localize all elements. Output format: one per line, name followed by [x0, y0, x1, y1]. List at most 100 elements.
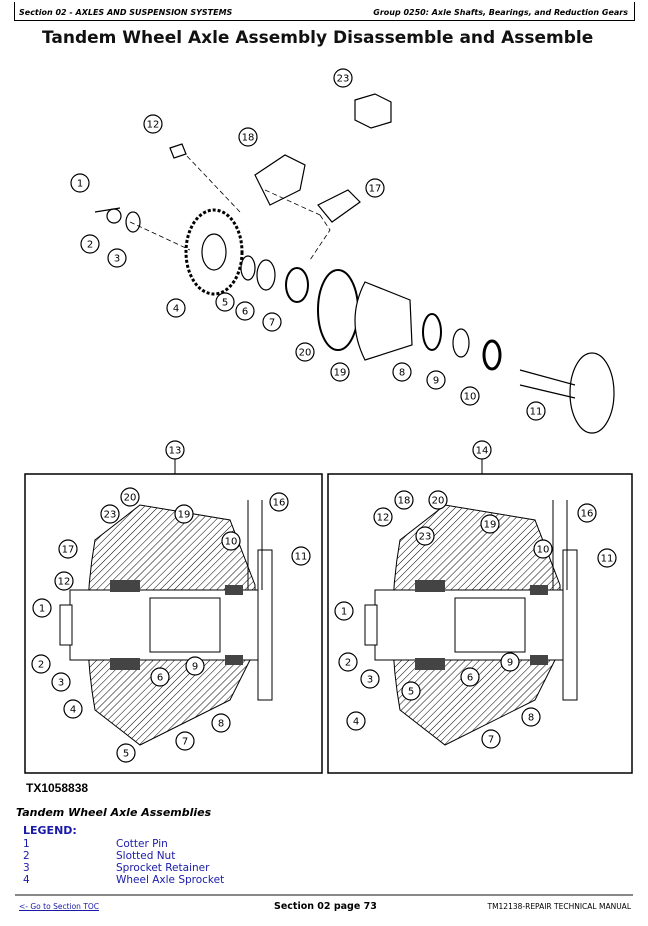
section-13-callout: 8	[211, 713, 231, 733]
legend-number: 1	[23, 838, 30, 850]
section-14-label: 14	[472, 440, 492, 460]
bearing-top	[110, 580, 140, 592]
legend-label: Slotted Nut	[116, 850, 176, 862]
part-23	[354, 93, 392, 129]
section-13-callout: 16	[269, 492, 289, 512]
bearing-bottom	[110, 658, 140, 670]
callout-circle	[330, 362, 350, 382]
section-view-13	[59, 500, 273, 746]
section-14-callout: 11	[597, 548, 617, 568]
exploded-callout: 3	[107, 248, 127, 268]
section-14-callout: 10	[533, 539, 553, 559]
callout-number: 12	[377, 513, 390, 524]
legend-label: Sprocket Retainer	[116, 862, 210, 874]
section-14-callout: 1	[334, 601, 354, 621]
callout-circle	[415, 526, 435, 546]
part-18-bracket	[254, 154, 306, 206]
part-6-bearing	[256, 259, 276, 291]
bearing-outer-bottom	[225, 655, 243, 665]
header-group: Group 0250: Axle Shafts, Bearings, and R…	[373, 8, 628, 17]
part-19-hub	[354, 281, 413, 361]
section-view-14	[364, 500, 578, 746]
exploded-callout: 5	[215, 292, 235, 312]
bearing-outer-top	[530, 585, 548, 595]
legend-title: LEGEND:	[23, 824, 77, 837]
callout-circle	[107, 248, 127, 268]
section-14-callout: 23	[415, 526, 435, 546]
callout-circle	[165, 440, 185, 460]
callout-circle	[521, 707, 541, 727]
section-14-callout: 7	[481, 729, 501, 749]
callout-circle	[262, 312, 282, 332]
section-13-callout: 17	[58, 539, 78, 559]
callout-circle	[291, 546, 311, 566]
section-14-callout: 2	[338, 652, 358, 672]
callout-number: 1	[341, 607, 347, 618]
callout-number: 7	[182, 737, 188, 748]
exploded-callout: 23	[333, 68, 353, 88]
bearing-bottom	[415, 658, 445, 670]
section-13-callout: 9	[185, 656, 205, 676]
exploded-callout: 12	[143, 114, 163, 134]
callout-circle	[215, 292, 235, 312]
callout-number: 19	[484, 520, 497, 531]
callout-number: 19	[334, 368, 347, 379]
callout-number: 20	[432, 496, 445, 507]
part-3-retainer	[125, 211, 141, 233]
callout-number: 20	[299, 348, 312, 359]
callout-circle	[58, 539, 78, 559]
callout-number: 16	[273, 498, 286, 509]
exploded-callout: 18	[238, 127, 258, 147]
callout-circle	[295, 342, 315, 362]
callout-number: 11	[530, 407, 543, 418]
section-13-label: 13	[165, 440, 185, 460]
manual-title: TM12138-REPAIR TECHNICAL MANUAL	[487, 902, 631, 911]
section-14-callout: 19	[480, 514, 500, 534]
exploded-callout: 6	[235, 301, 255, 321]
go-to-section-toc-link[interactable]: <- Go to Section TOC	[19, 902, 100, 911]
assembly-guide-lines	[129, 154, 331, 261]
part-4-sprocket	[184, 208, 244, 296]
callout-circle	[577, 503, 597, 523]
callout-number: 6	[467, 673, 473, 684]
footer-rule	[15, 894, 633, 896]
legend-number: 3	[23, 862, 30, 874]
callout-circle	[392, 362, 412, 382]
section-13-callout: 11	[291, 546, 311, 566]
exploded-callout: 10	[460, 386, 480, 406]
callout-number: 2	[345, 658, 351, 669]
callout-circle	[63, 699, 83, 719]
exploded-callout: 19	[330, 362, 350, 382]
callout-circle	[460, 386, 480, 406]
section-13-callout: 23	[100, 504, 120, 524]
section-14-callout: 12	[373, 507, 393, 527]
callout-number: 18	[398, 496, 411, 507]
callout-circle	[426, 370, 446, 390]
callout-circle	[175, 731, 195, 751]
callout-number: 5	[123, 749, 129, 760]
callout-number: 3	[114, 254, 120, 265]
header-rule	[14, 2, 635, 21]
exploded-callout: 9	[426, 370, 446, 390]
callout-circle	[365, 178, 385, 198]
section-13-callout: 10	[221, 531, 241, 551]
exploded-callout: 7	[262, 312, 282, 332]
callout-number: 8	[218, 719, 224, 730]
section-14-callout: 6	[460, 667, 480, 687]
part-10-seal	[482, 339, 502, 371]
callout-number: 9	[192, 662, 198, 673]
callout-number: 7	[488, 735, 494, 746]
callout-circle	[480, 514, 500, 534]
callout-circle	[31, 654, 51, 674]
page-title: Tandem Wheel Axle Assembly Disassemble a…	[42, 28, 594, 48]
callout-number: 5	[408, 687, 414, 698]
callout-circle	[51, 672, 71, 692]
callout-circle	[238, 127, 258, 147]
section-14-callout: 16	[577, 503, 597, 523]
callout-circle	[235, 301, 255, 321]
callout-circle	[185, 656, 205, 676]
callout-circle	[526, 401, 546, 421]
callout-circle	[174, 504, 194, 524]
